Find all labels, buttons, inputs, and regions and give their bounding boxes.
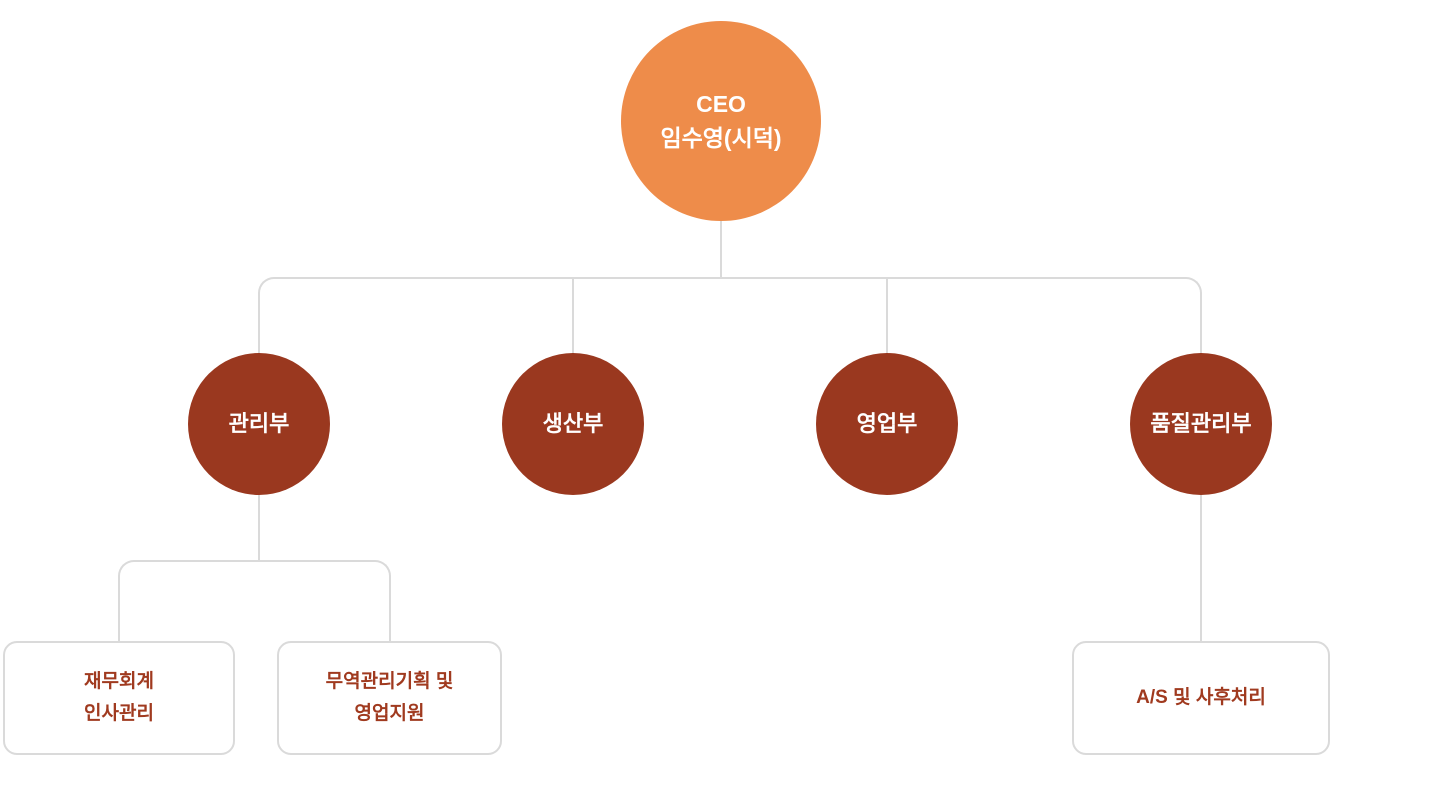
ceo-title: CEO: [696, 91, 746, 117]
dept-label: 생산부: [542, 411, 604, 436]
dept-node-sales: 영업부: [816, 353, 958, 495]
connector-ceo-drop: [720, 221, 722, 278]
ceo-name: 임수영(시덕): [660, 125, 782, 151]
dept-node-quality: 품질관리부: [1130, 353, 1272, 495]
unit-line: 영업지원: [354, 703, 425, 724]
connector-management-drop: [258, 493, 260, 561]
dept-node-management: 관리부: [188, 353, 330, 495]
unit-line: 무역관리기획 및: [325, 671, 454, 692]
unit-box-after-service: A/S 및 사후처리: [1072, 641, 1330, 755]
dept-label: 영업부: [856, 411, 918, 436]
dept-label: 품질관리부: [1150, 411, 1252, 436]
connector-drop-production: [572, 278, 574, 354]
unit-box-trade-support: 무역관리기획 및 영업지원: [277, 641, 502, 755]
unit-box-finance-hr: 재무회계 인사관리: [3, 641, 235, 755]
dept-label: 관리부: [228, 411, 290, 436]
connector-quality-drop: [1200, 493, 1202, 642]
connector-level1-elbow: [258, 277, 1202, 355]
dept-node-production: 생산부: [502, 353, 644, 495]
connector-drop-sales: [886, 278, 888, 354]
unit-line: 재무회계: [84, 671, 154, 692]
connector-management-elbow: [118, 560, 391, 641]
unit-line: A/S 및 사후처리: [1136, 687, 1266, 708]
unit-line: 인사관리: [84, 703, 154, 724]
ceo-node: CEO 임수영(시덕): [621, 21, 821, 221]
